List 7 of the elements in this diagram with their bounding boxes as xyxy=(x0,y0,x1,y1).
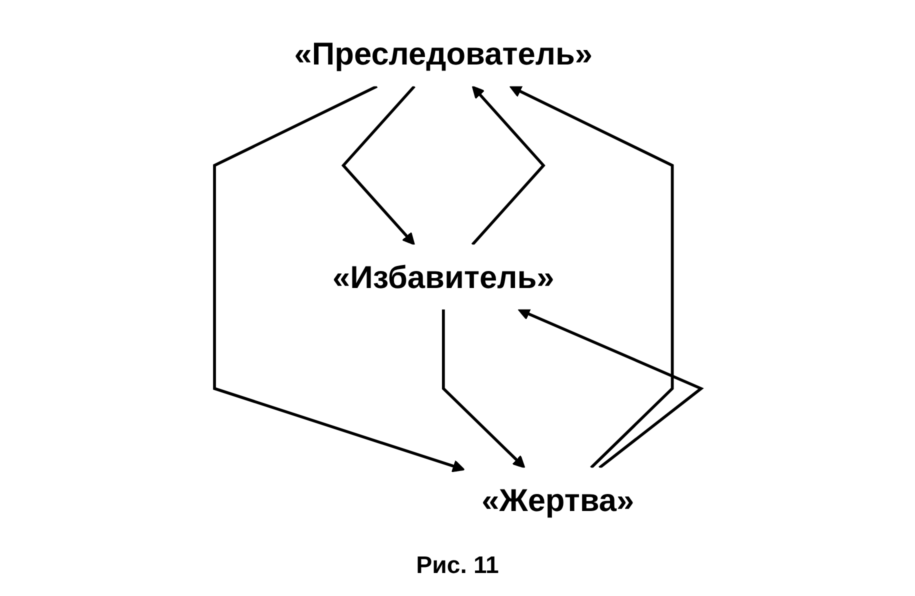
arrow xyxy=(212,85,465,472)
arrow xyxy=(517,308,704,469)
arrow xyxy=(442,309,525,468)
arrow xyxy=(508,86,674,469)
arrow xyxy=(471,86,546,246)
figure-caption: Рис. 11 xyxy=(416,552,499,580)
arrow xyxy=(341,85,416,246)
